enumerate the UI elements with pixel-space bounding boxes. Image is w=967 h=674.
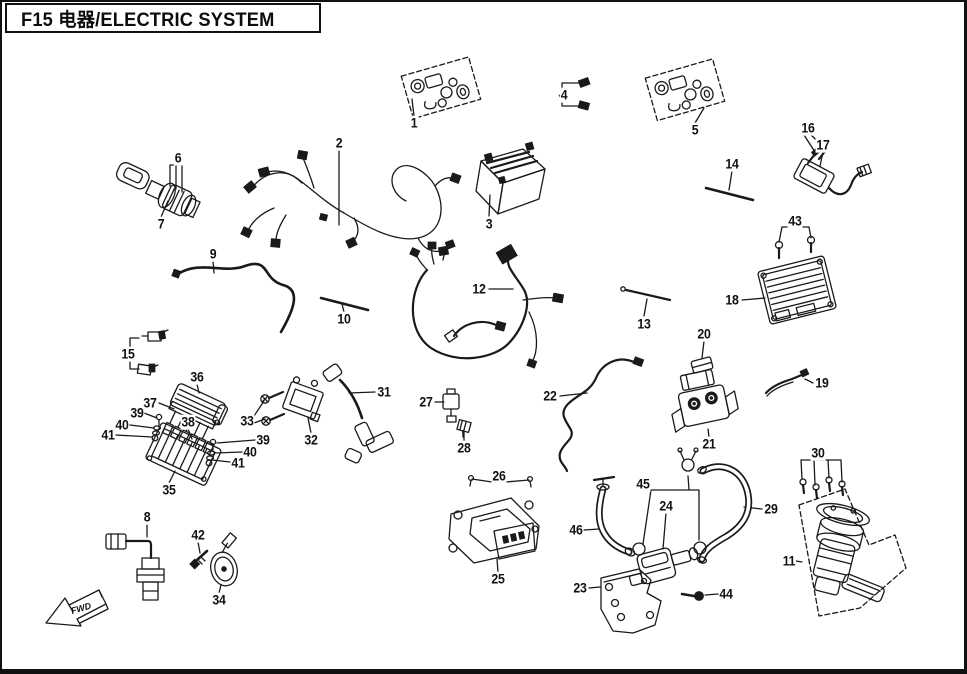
callout-43: 43	[787, 212, 803, 229]
callout-9: 9	[208, 245, 218, 262]
part-17-sensor-art	[793, 158, 872, 196]
callout-24: 24	[658, 497, 674, 514]
callout-34: 34	[211, 591, 227, 608]
part-22-cable-art	[558, 356, 645, 473]
callout-41-left: 41	[100, 426, 116, 443]
callout-41-right: 41	[230, 454, 246, 471]
callout-1: 1	[409, 114, 419, 131]
callout-31: 31	[376, 383, 392, 400]
part-33-bolts-art	[260, 390, 286, 426]
part-39-40-41-left-art	[151, 413, 163, 442]
callout-16: 16	[800, 119, 816, 136]
callout-12: 12	[471, 280, 487, 297]
title-box: F15 电器/ELECTRIC SYSTEM	[5, 3, 321, 33]
part-14-rod-art	[704, 186, 755, 202]
part-28-sensor-art	[456, 418, 472, 438]
part-10-rod-art	[319, 296, 370, 312]
callout-26: 26	[491, 467, 507, 484]
part-13-rod-art	[620, 286, 672, 302]
callout-40-right: 40	[242, 443, 258, 460]
callout-23: 23	[572, 579, 588, 596]
callout-42: 42	[190, 526, 206, 543]
callout-40-left: 40	[114, 416, 130, 433]
callout-35: 35	[161, 481, 177, 498]
callout-46: 46	[568, 521, 584, 538]
callout-32: 32	[303, 431, 319, 448]
callout-18: 18	[724, 291, 740, 308]
part-45-clamp-left-art	[632, 542, 646, 556]
callout-37: 37	[142, 394, 158, 411]
callout-27: 27	[418, 393, 434, 410]
part-21-relay-art	[671, 369, 739, 433]
callout-25: 25	[490, 570, 506, 587]
part-46-hose-art	[592, 475, 636, 557]
part-29-hose-art	[696, 463, 753, 564]
callout-5: 5	[690, 121, 700, 138]
callout-15: 15	[120, 345, 136, 362]
callout-3: 3	[484, 215, 494, 232]
callout-17: 17	[815, 136, 831, 153]
part-32-ignition-coil-art	[282, 376, 324, 423]
part-27-sensor-art	[442, 388, 460, 423]
callout-22: 22	[542, 387, 558, 404]
callout-8: 8	[142, 508, 152, 525]
callout-39-right: 39	[255, 431, 271, 448]
hose-clamp-top-art	[677, 447, 699, 472]
part-12-harness-art	[409, 239, 565, 369]
part-15-connectors-art	[136, 329, 169, 376]
callout-4: 4	[559, 86, 569, 103]
part-5-lock-set-art	[644, 58, 726, 122]
callout-20: 20	[696, 325, 712, 342]
part-42-bolt-art	[189, 549, 209, 570]
part-44-bolt-art	[680, 591, 704, 601]
callout-19: 19	[814, 374, 830, 391]
callout-30: 30	[810, 444, 826, 461]
part-3-battery-art	[475, 141, 546, 215]
callout-44: 44	[718, 585, 734, 602]
callout-33: 33	[239, 412, 255, 429]
part-26-screws-art	[467, 474, 534, 488]
callout-45: 45	[635, 475, 651, 492]
part-2-main-harness-art	[240, 149, 462, 257]
callout-13: 13	[636, 315, 652, 332]
callout-21: 21	[701, 435, 717, 452]
callout-7: 7	[156, 215, 166, 232]
part-23-bracket-art	[600, 568, 662, 634]
part-43-screws-art	[774, 235, 816, 260]
part-25-ecu-art	[448, 497, 540, 564]
part-18-regulator-art	[757, 255, 837, 325]
part-31-spark-plug-cable-art	[322, 363, 394, 464]
part-8-sensor-art	[105, 533, 165, 601]
part-9-cable-art	[171, 262, 296, 334]
callout-6: 6	[173, 149, 183, 166]
callout-39-left: 39	[129, 404, 145, 421]
callout-28: 28	[456, 439, 472, 456]
part-39-40-41-right-art	[205, 438, 217, 467]
page-title: F15 电器/ELECTRIC SYSTEM	[21, 9, 275, 31]
callout-10: 10	[336, 310, 352, 327]
part-1-lock-set-art	[400, 56, 482, 120]
part-24-valve-art	[628, 547, 699, 587]
callout-14: 14	[724, 155, 740, 172]
callout-38: 38	[180, 413, 196, 430]
callout-29: 29	[763, 500, 779, 517]
part-45-clamp-right-art	[693, 541, 707, 555]
part-11-fuel-pump-art	[798, 488, 907, 617]
callout-36: 36	[189, 368, 205, 385]
callout-11: 11	[781, 552, 797, 569]
part-19-wire-art	[764, 368, 810, 397]
callout-2: 2	[334, 134, 344, 151]
part-30-screws-art	[799, 476, 846, 500]
part-34-horn-art	[210, 532, 238, 587]
part-6-7-ignition-switch-art	[115, 162, 201, 219]
